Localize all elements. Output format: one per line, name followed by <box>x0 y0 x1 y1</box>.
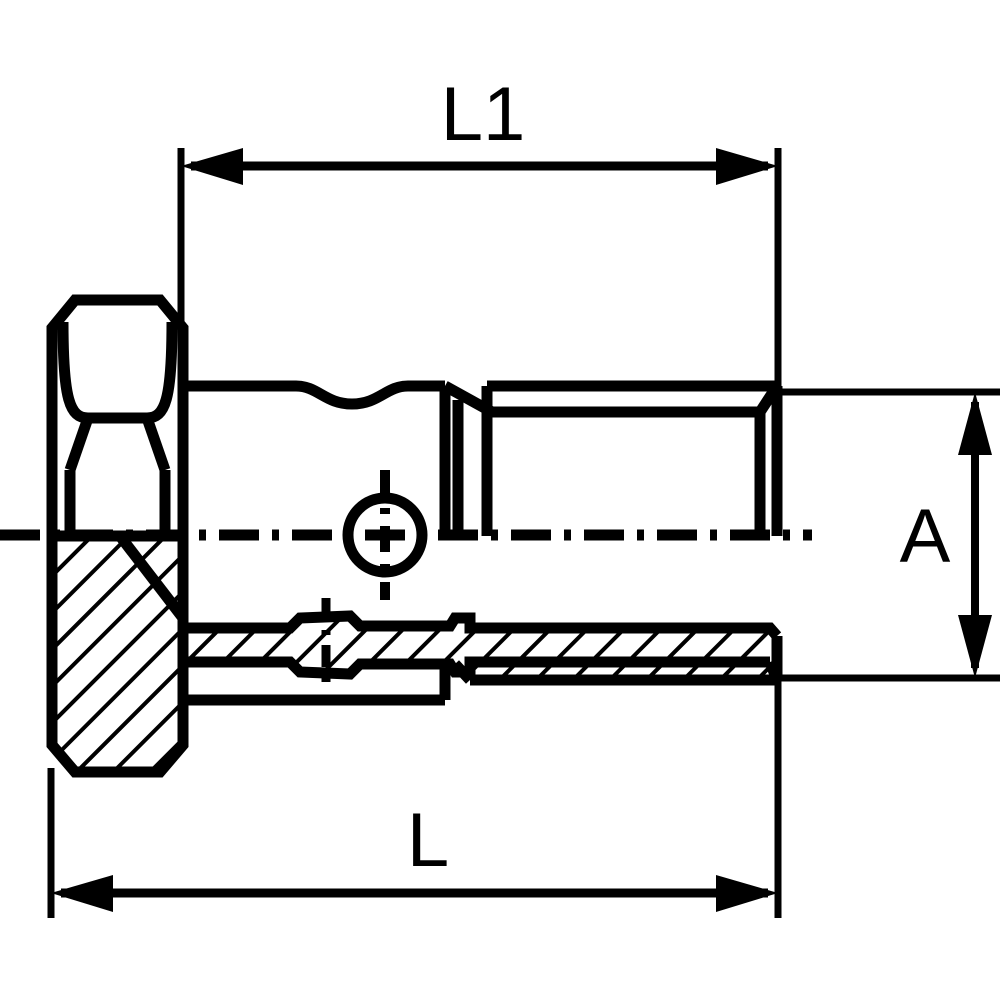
hex-head-outline <box>46 294 189 778</box>
hex-taper-left <box>64 416 94 472</box>
thread-end-chamfer-upper <box>755 382 782 416</box>
A-arrowhead-bottom <box>958 615 992 678</box>
shank-wall-section-outline <box>183 610 783 686</box>
hex-head-silhouette <box>46 294 189 778</box>
L1-arrowhead-right <box>716 148 778 185</box>
dimension-L1: L1 <box>177 72 782 392</box>
thread-upper <box>442 380 783 536</box>
hex-taper-right <box>141 416 171 472</box>
wall-outer-profile <box>183 656 770 680</box>
dimension-L: L <box>47 680 782 918</box>
dimension-label-A: A <box>900 494 951 579</box>
hatch-hex-head <box>52 536 183 772</box>
shank-body-outline <box>177 380 451 536</box>
dimension-label-L1: L1 <box>441 72 526 157</box>
L-arrowhead-left <box>51 875 113 912</box>
dimension-label-L: L <box>407 798 449 883</box>
thread-runout-diagonal-lower <box>450 660 475 684</box>
shank-top-outline <box>183 380 445 410</box>
L1-arrowhead-left <box>181 148 243 185</box>
A-arrowhead-top <box>958 392 992 455</box>
wall-inner-profile <box>183 610 782 640</box>
dimension-A: A <box>778 388 1000 682</box>
shank-lower-outline <box>177 662 451 745</box>
hex-internal-chamfer <box>115 532 188 622</box>
L-arrowhead-right <box>716 875 778 912</box>
